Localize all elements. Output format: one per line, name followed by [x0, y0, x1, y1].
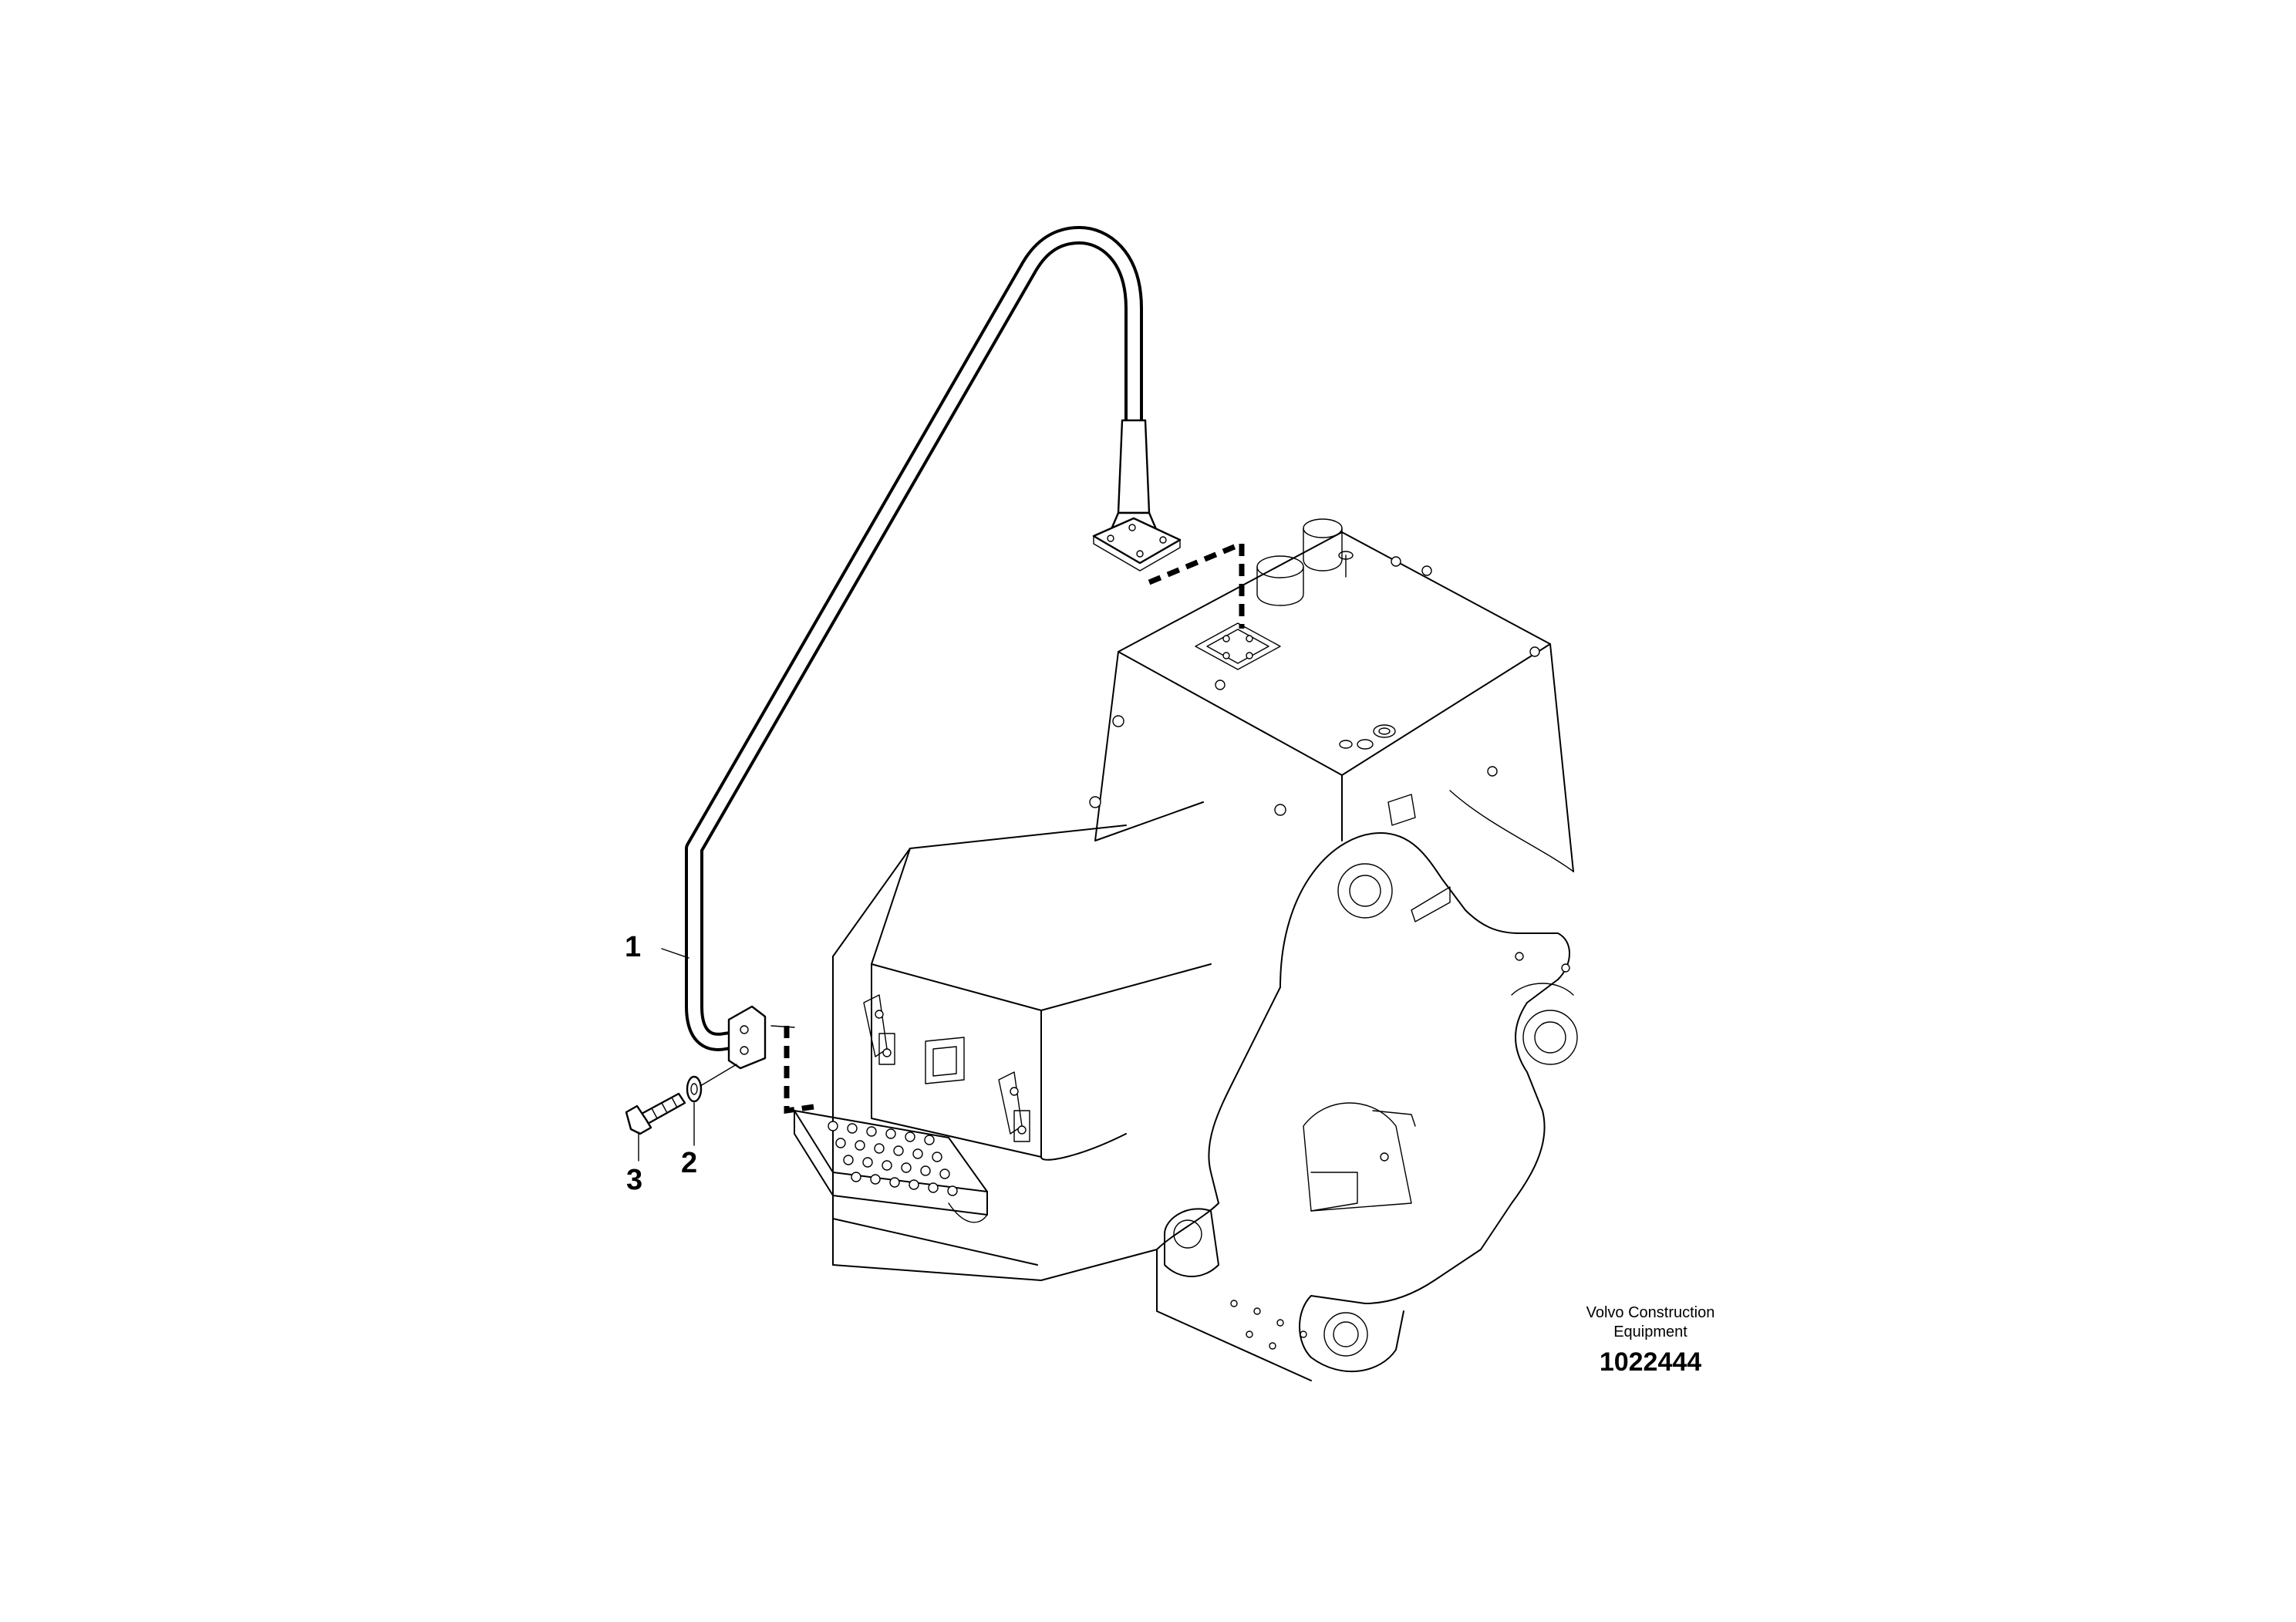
engine-hood: [1089, 518, 1574, 922]
bolt: [625, 1092, 686, 1135]
manufacturer-block: Volvo Construction Equipment 1022444: [1535, 1303, 1766, 1378]
callout-leaders: [638, 948, 695, 1162]
washer: [686, 1064, 737, 1103]
handrail: [685, 226, 1182, 1070]
loader-pivot-frame: [1156, 832, 1578, 1381]
callout-3: 3: [626, 1164, 642, 1196]
company-name-line2: Equipment: [1613, 1324, 1687, 1340]
tool-box: [832, 824, 1212, 1281]
machine-frame: [794, 518, 1578, 1381]
document-number: 1022444: [1599, 1347, 1702, 1377]
callout-1: 1: [625, 931, 641, 963]
callout-2: 2: [681, 1147, 697, 1179]
company-name-line1: Volvo Construction: [1586, 1304, 1715, 1321]
step-plate: [794, 1110, 988, 1223]
step-perforations: [828, 1121, 958, 1196]
assembly-alignment-lines: [770, 539, 1245, 1114]
